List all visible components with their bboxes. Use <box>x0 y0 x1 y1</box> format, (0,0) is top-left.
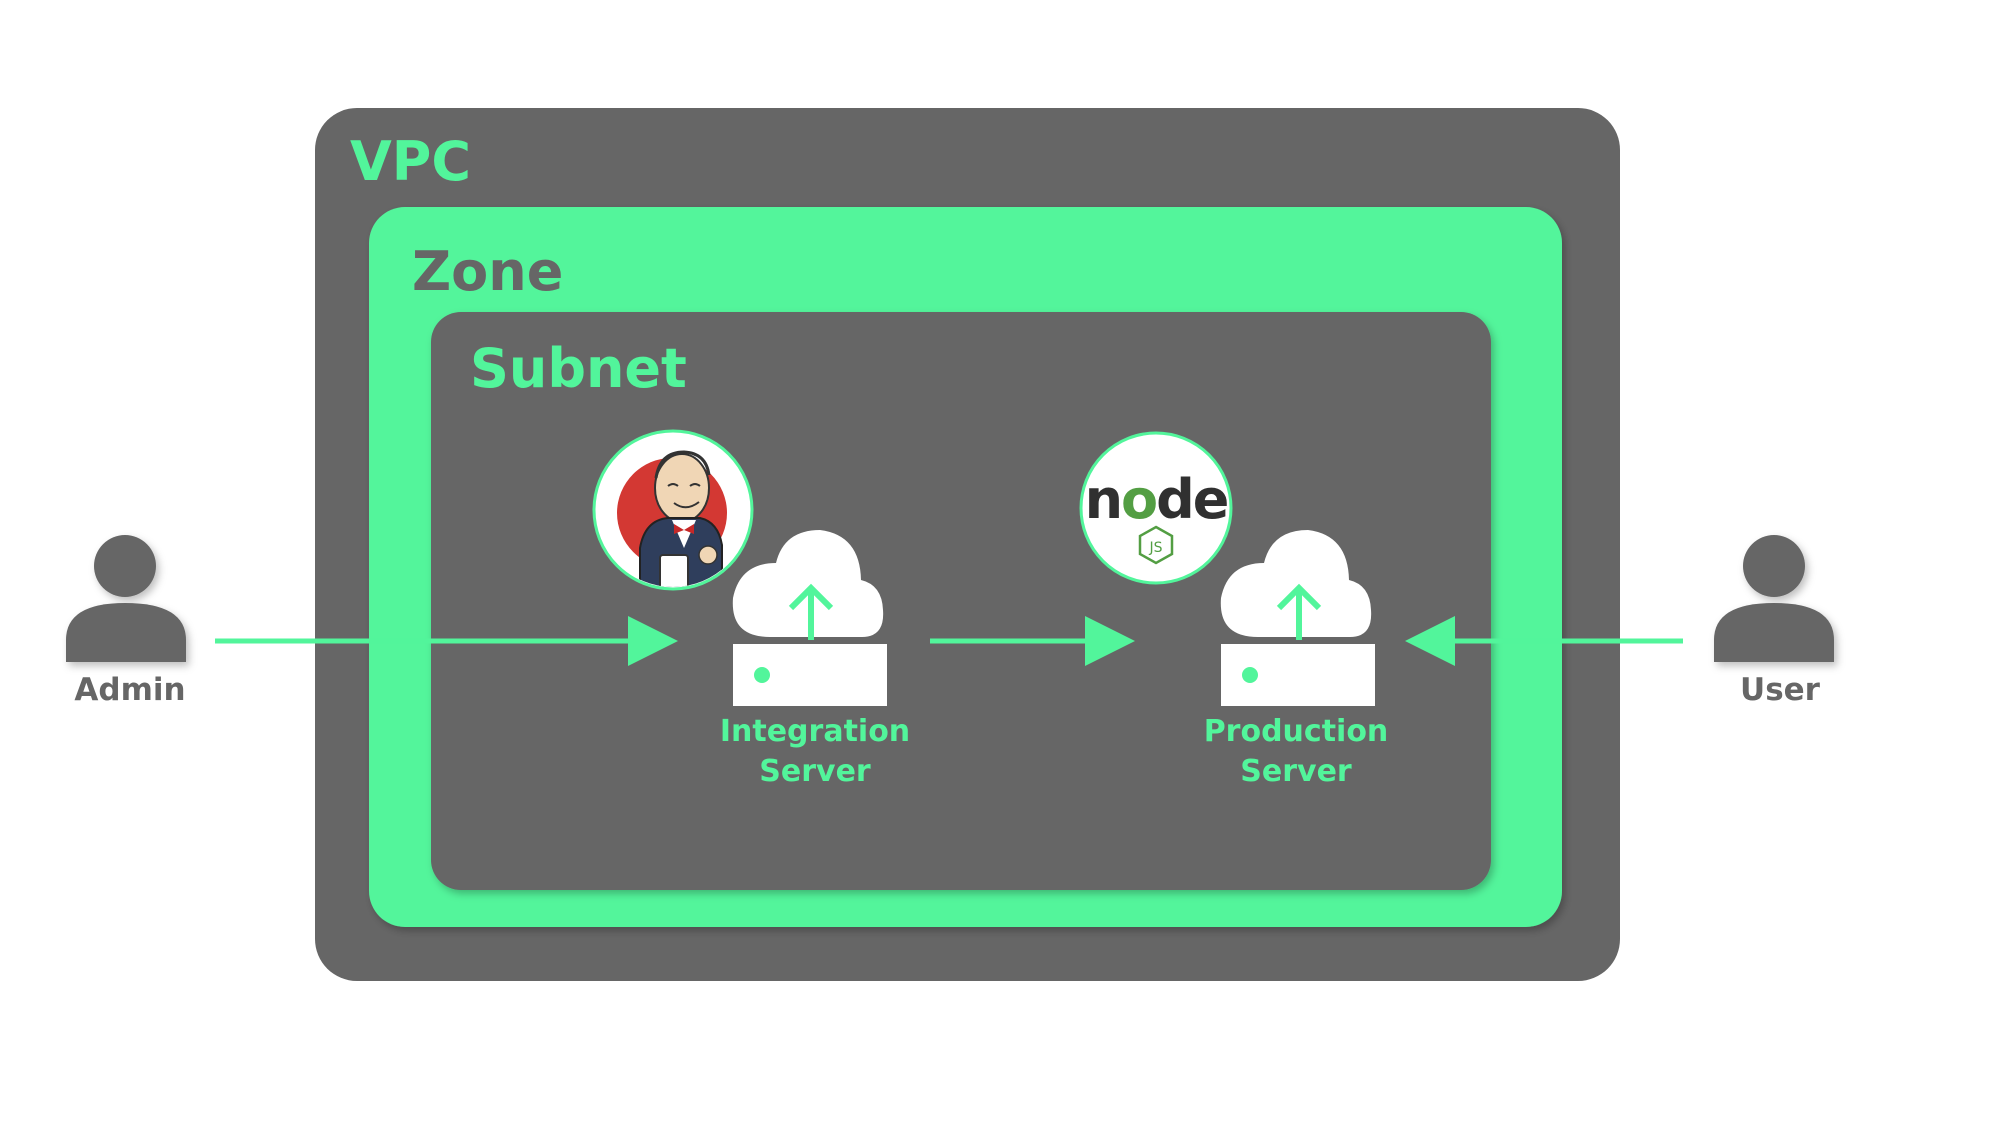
person-icon <box>66 535 186 662</box>
production-server-label-line1: Production <box>1204 714 1389 749</box>
nodejs-js-label: JS <box>1148 540 1162 556</box>
user-actor: User <box>1714 535 1834 708</box>
production-server-label-line2: Server <box>1240 754 1352 789</box>
zone-label: Zone <box>412 240 563 303</box>
person-icon <box>1714 535 1834 662</box>
admin-label: Admin <box>74 672 185 708</box>
integration-server-label-line2: Server <box>759 754 871 789</box>
integration-server: Integration Server <box>592 429 910 789</box>
cloud-server-icon <box>1220 530 1375 706</box>
production-server: Production Server node JS <box>1079 431 1389 789</box>
subnet-label: Subnet <box>470 337 687 400</box>
cloud-server-icon <box>732 530 887 706</box>
nodejs-wordmark: node <box>1085 468 1228 531</box>
admin-actor: Admin <box>66 535 186 708</box>
vpc-label: VPC <box>350 130 471 193</box>
nodejs-hexagon-icon <box>1138 525 1174 565</box>
integration-server-label-line1: Integration <box>720 714 910 749</box>
user-label: User <box>1740 672 1821 708</box>
nodejs-logo: node JS <box>1079 431 1233 585</box>
jenkins-logo <box>592 429 754 591</box>
